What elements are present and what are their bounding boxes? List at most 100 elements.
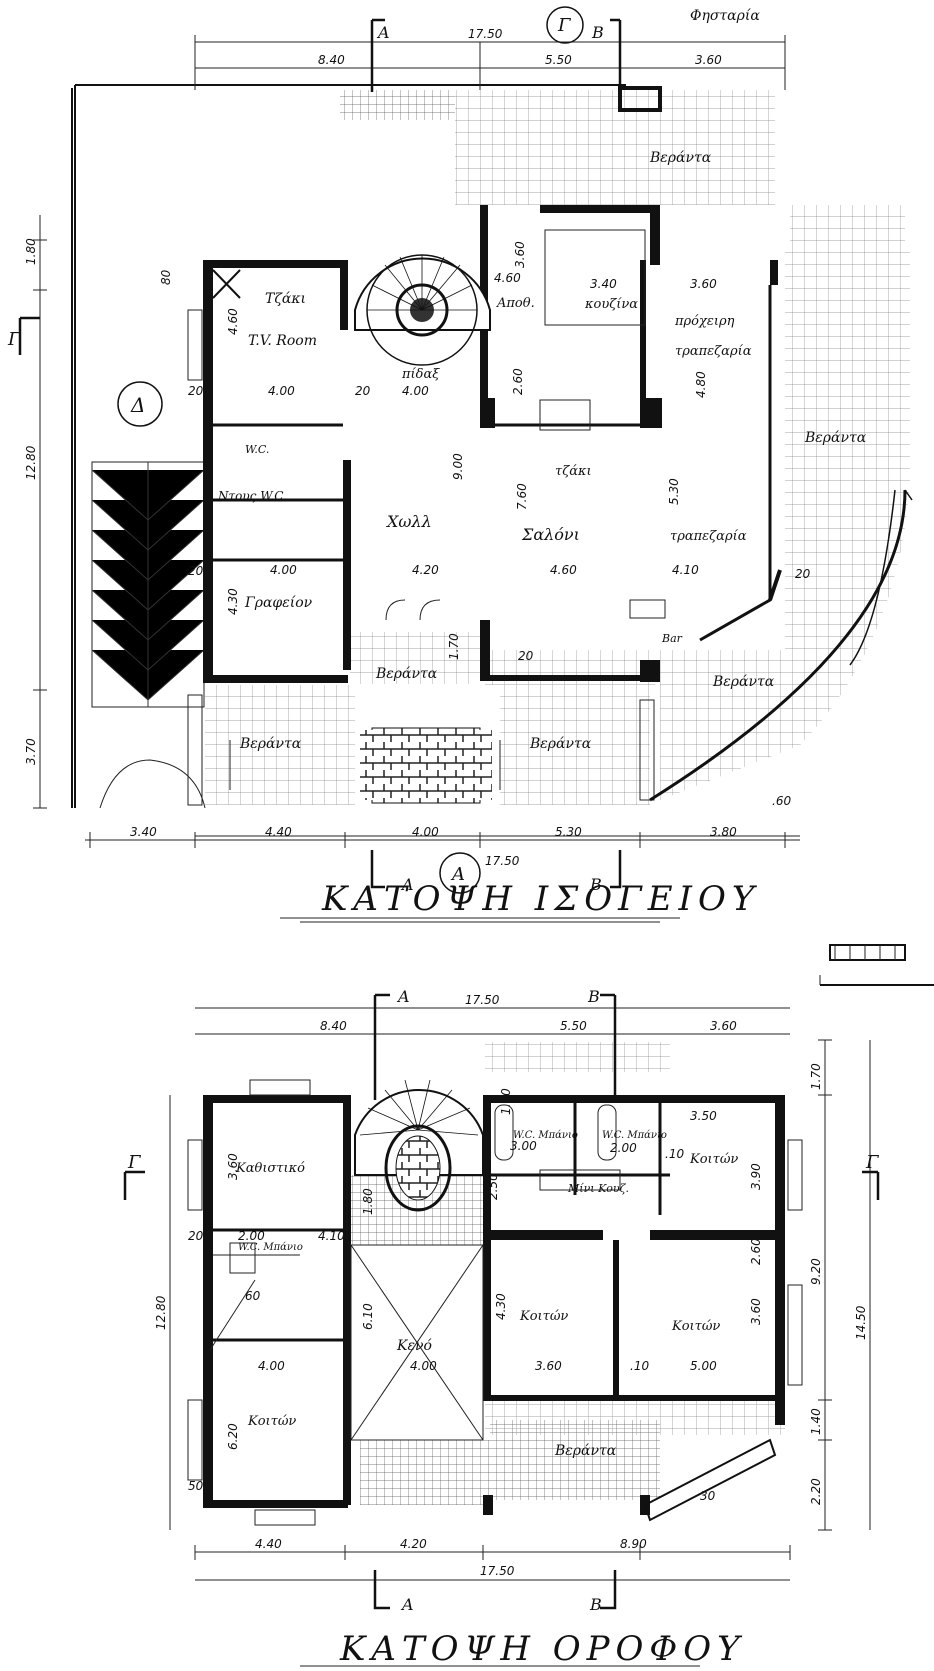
- dim-u-250: 2.50: [486, 1173, 500, 1200]
- section-g-circle: Γ: [557, 15, 572, 36]
- label-veranta-4: Βεράντα: [375, 666, 438, 682]
- dim-g-saloni-w: 4.60: [550, 563, 577, 577]
- dim-g-ver-170: 1.70: [447, 633, 461, 660]
- dim-g-apoth-w: 4.60: [494, 271, 521, 285]
- dim-u-b1: 4.40: [255, 1537, 282, 1551]
- dim-u-wc-w2: 2.00: [610, 1141, 637, 1155]
- dim-g-left-1: 1.80: [24, 238, 38, 265]
- dim-g-graf-h: 4.30: [226, 588, 240, 615]
- dim-g-260: 2.60: [511, 368, 525, 395]
- dim-g-20c: 20: [795, 567, 811, 581]
- ground-floor-title: ΚΑΤΟΨΗ ΙΣΟΓΕΙΟΥ: [321, 879, 760, 919]
- upper-floor-walls: [203, 1095, 785, 1515]
- section-a-top: A: [376, 23, 390, 42]
- label-apothiki: Αποθ.: [496, 296, 535, 311]
- label-pidax: πίδαξ: [401, 367, 440, 382]
- section-a-bottom-upper: A: [400, 1595, 414, 1614]
- dim-g-20a: 20: [188, 564, 204, 578]
- dim-g-b4: 5.30: [555, 825, 582, 839]
- label-koiton-right: Κοιτών: [671, 1319, 720, 1334]
- label-veranta-2: Βεράντα: [804, 430, 867, 446]
- section-b-top-upper: B: [587, 987, 600, 1006]
- label-trapezaria: τραπεζαρία: [670, 529, 747, 544]
- ground-floor-plan: [18, 6, 913, 923]
- section-g-right-upper: Γ: [865, 1152, 880, 1173]
- dim-g-graf-w: 4.00: [270, 563, 297, 577]
- dim-g-pidax-20: 20: [355, 384, 371, 398]
- dim-g-side-80: 80: [159, 269, 173, 285]
- section-a-circle: A: [450, 864, 465, 885]
- section-d-circle: Δ: [130, 393, 145, 417]
- label-saloni: Σαλόνι: [521, 525, 580, 544]
- dim-u-60: 60: [245, 1289, 261, 1303]
- dim-g-hall-h: 9.00: [451, 453, 465, 480]
- label-wc-banio-2: W.C. Μπάνιο: [602, 1130, 667, 1141]
- section-g-left-ground: Γ: [7, 329, 22, 350]
- dim-u-koiton-mid-h: 4.30: [494, 1293, 508, 1320]
- dim-u-stair-180: 1.80: [361, 1188, 375, 1215]
- dim-u-170: 1.70: [499, 1088, 513, 1115]
- label-trapezaria-proxeiri: τραπεζαρία: [675, 344, 752, 359]
- section-g-left-upper: Γ: [127, 1152, 142, 1173]
- spiral-staircase-ground: [354, 254, 491, 366]
- label-wc-banio-left: W.C. Μπάνιο: [238, 1242, 303, 1253]
- dim-g-tv-w: 4.00: [268, 384, 295, 398]
- dim-g-saloni-h: 7.60: [515, 483, 529, 510]
- dim-g-left-2: 3.70: [24, 738, 38, 765]
- dim-u-30: 30: [700, 1489, 716, 1503]
- dim-u-50: 50: [188, 1479, 204, 1493]
- dim-g-left-total: 12.80: [24, 445, 38, 480]
- label-koiton-left: Κοιτών: [247, 1414, 296, 1429]
- dim-g-apoth-h: 3.60: [513, 241, 527, 268]
- dim-u-top-mid: 5.50: [560, 1019, 587, 1033]
- dim-u-koiton-mid-w: 3.60: [535, 1359, 562, 1373]
- dim-u-top-left: 8.40: [320, 1019, 347, 1033]
- label-ntous-wc: Ντους W.C.: [217, 489, 287, 503]
- dim-u-top-right: 3.60: [710, 1019, 737, 1033]
- label-tv-room: T.V. Room: [248, 333, 317, 349]
- section-a-bottom: A: [400, 875, 414, 894]
- label-tzaki-tv: Τζάκι: [265, 291, 306, 307]
- ground-dimension-lines: [33, 35, 800, 848]
- label-veranta-1: Βεράντα: [649, 150, 712, 166]
- section-b-top: B: [591, 23, 604, 42]
- label-fistaria: Φησταρία: [690, 7, 760, 24]
- dim-g-b5: 3.80: [710, 825, 737, 839]
- section-a-top-upper: A: [396, 987, 410, 1006]
- label-grafeio: Γραφείον: [244, 594, 313, 611]
- dim-u-bottom-total: 17.50: [480, 1564, 515, 1578]
- upper-floor-title: ΚΑΤΟΨΗ ΟΡΟΦΟΥ: [339, 1629, 746, 1669]
- label-kathistiko: Καθιστικό: [235, 1161, 305, 1176]
- dim-g-trap-w: 4.10: [672, 563, 699, 577]
- dim-u-top-total: 17.50: [465, 993, 500, 1007]
- upper-dimension-lines: [169, 1007, 871, 1581]
- dim-g-top-left: 8.40: [318, 53, 345, 67]
- label-veranta-5: Βεράντα: [239, 736, 302, 752]
- label-bar: Bar: [661, 632, 683, 645]
- label-veranta-3: Βεράντα: [712, 674, 775, 690]
- dim-g-b1: 3.40: [130, 825, 157, 839]
- dim-u-koiton-r-h: 3.60: [749, 1298, 763, 1325]
- dim-u-b2: 4.20: [400, 1537, 427, 1551]
- label-veranta-upper: Βεράντα: [554, 1443, 617, 1459]
- dim-g-top-mid: 5.50: [545, 53, 572, 67]
- dim-g-b3: 4.00: [412, 825, 439, 839]
- dim-g-top-right: 3.60: [695, 53, 722, 67]
- section-b-bottom: B: [589, 875, 602, 894]
- dim-u-right-220: 2.20: [809, 1478, 823, 1505]
- dim-g-proxeiri-w: 3.60: [690, 277, 717, 291]
- dim-u-right-140: 1.40: [809, 1408, 823, 1435]
- dim-g-20d: 20: [188, 384, 204, 398]
- dim-g-trap-h: 5.30: [667, 478, 681, 505]
- spiral-staircase-upper: [354, 1079, 484, 1212]
- dim-u-20: 20: [188, 1229, 204, 1243]
- dim-u-200: 2.00: [238, 1229, 265, 1243]
- dim-u-right-920: 9.20: [809, 1258, 823, 1285]
- dim-u-right-170: 1.70: [809, 1063, 823, 1090]
- label-kouzina: κουζίνα: [584, 297, 638, 312]
- dim-g-proxeiri-h: 4.80: [694, 371, 708, 398]
- label-koiton-mid: Κοιτών: [519, 1309, 568, 1324]
- dim-g-20b: 20: [518, 649, 534, 663]
- dim-u-right-total: 14.50: [854, 1305, 868, 1340]
